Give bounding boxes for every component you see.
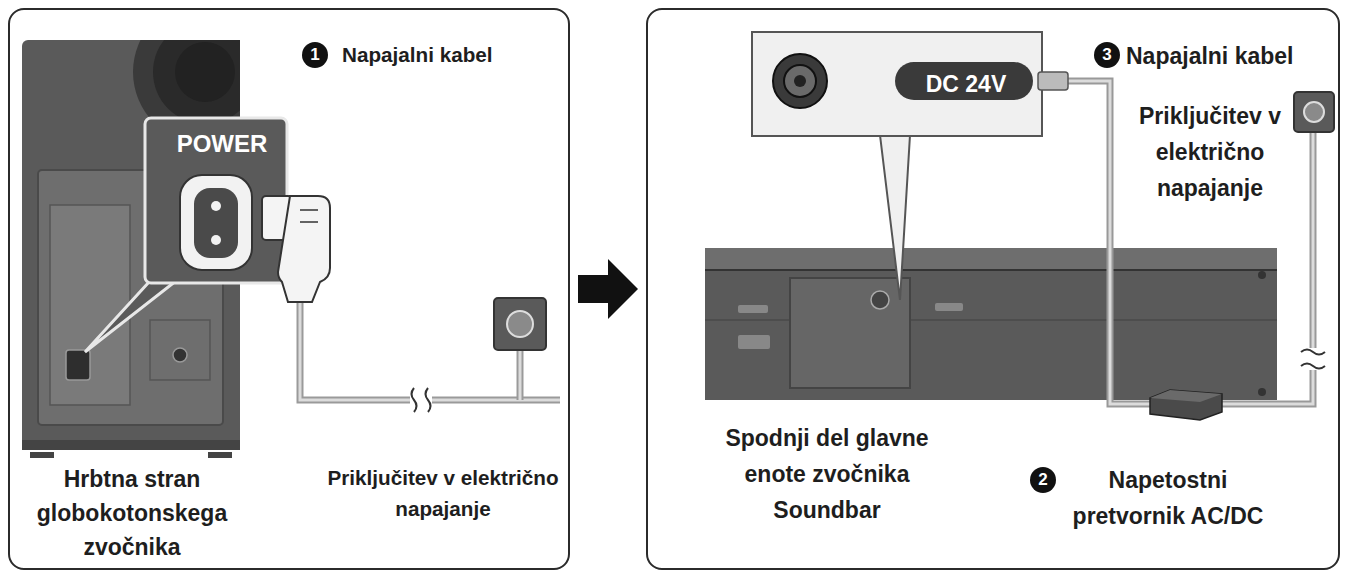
- subwoofer-part: [66, 350, 90, 380]
- flow-arrow: [578, 259, 638, 319]
- part-name: Napajalni kabel: [1126, 38, 1336, 74]
- dc-inset-part: [752, 32, 1042, 136]
- subwoofer-panel: POWER Napajalni kabelHrbtna stran globoko…: [8, 8, 570, 570]
- soundbar: [705, 248, 1277, 400]
- dc-cable-part: [1210, 128, 1313, 404]
- callout-number: 1: [302, 42, 328, 68]
- callout-number: 2: [1030, 467, 1056, 493]
- caption-text: Priključitev v električno napajanje: [318, 462, 568, 525]
- dc-inset: [752, 32, 1042, 300]
- callout-number: 3: [1094, 42, 1120, 68]
- dc-cable-part: [1301, 348, 1325, 370]
- soundbar-part: [1258, 271, 1266, 279]
- dc-cable-part: [1060, 81, 1150, 404]
- caption-text: Spodnji del glavne enote zvočnika Soundb…: [707, 420, 947, 528]
- dc-cable-part: [1038, 72, 1068, 90]
- port-label: DC 24V: [897, 66, 1035, 102]
- subwoofer-part-part: [153, 40, 240, 124]
- dc-cable-part: [1304, 102, 1324, 122]
- dc-cable-part: [1294, 92, 1334, 132]
- power-cable-part: [410, 388, 432, 412]
- dc-inset-part: [773, 54, 827, 108]
- soundbar-part: [1258, 388, 1266, 396]
- subwoofer-part: [50, 205, 130, 405]
- caption-text: Hrbtna stran globokotonskega zvočnika: [22, 462, 242, 564]
- power-cable-part: [412, 388, 431, 412]
- subwoofer-part: [173, 348, 187, 362]
- dc-cable-part: [1150, 390, 1222, 402]
- power-cable-part: [300, 209, 318, 211]
- soundbar-panel: DC 24V Napajalni kabelPriključitev v elek…: [646, 8, 1340, 570]
- part-name: Napetostni pretvornik AC/DC: [1058, 462, 1278, 534]
- subwoofer-part: [208, 452, 232, 458]
- soundbar-part: [705, 248, 1277, 270]
- subwoofer-part: [150, 320, 210, 380]
- soundbar-part: [738, 335, 770, 349]
- subwoofer-part: [22, 40, 240, 450]
- power-cable-part: [300, 221, 318, 223]
- soundbar-part: [871, 291, 889, 309]
- power-cable: [262, 196, 560, 412]
- power-cable-part: [278, 196, 330, 302]
- subwoofer-part: [22, 440, 240, 450]
- soundbar-part: [790, 278, 910, 388]
- power-inset-part: [211, 235, 221, 245]
- dc-cable-part: [1060, 81, 1150, 404]
- dc-cable-part: [1210, 128, 1313, 404]
- dc-cable: [1038, 72, 1334, 420]
- power-cable-part: [517, 345, 524, 400]
- dc-inset-part: [784, 65, 816, 97]
- soundbar-part: [935, 303, 963, 311]
- wall-outlet-part: [507, 311, 533, 337]
- port-label: POWER: [147, 126, 297, 162]
- caption-text: Priključitev v električno napajanje: [1128, 98, 1292, 206]
- soundbar-part: [705, 248, 1277, 400]
- power-inset-part: [180, 175, 252, 270]
- dc-inset-part: [794, 75, 806, 87]
- dc-inset-part: [880, 135, 910, 300]
- subwoofer-part: [30, 452, 54, 458]
- power-inset-part: [194, 188, 238, 258]
- soundbar-part: [738, 305, 768, 313]
- wall-outlet: [494, 298, 546, 350]
- wall-outlet-part: [494, 298, 546, 350]
- dc-cable-part: [1301, 350, 1325, 369]
- part-name: Napajalni kabel: [342, 38, 567, 71]
- dc-cable-part: [1150, 390, 1222, 420]
- soundbar-part: [705, 269, 1277, 271]
- power-cable-part: [519, 345, 522, 400]
- power-inset-part: [211, 201, 221, 211]
- subwoofer-part-part: [175, 42, 235, 102]
